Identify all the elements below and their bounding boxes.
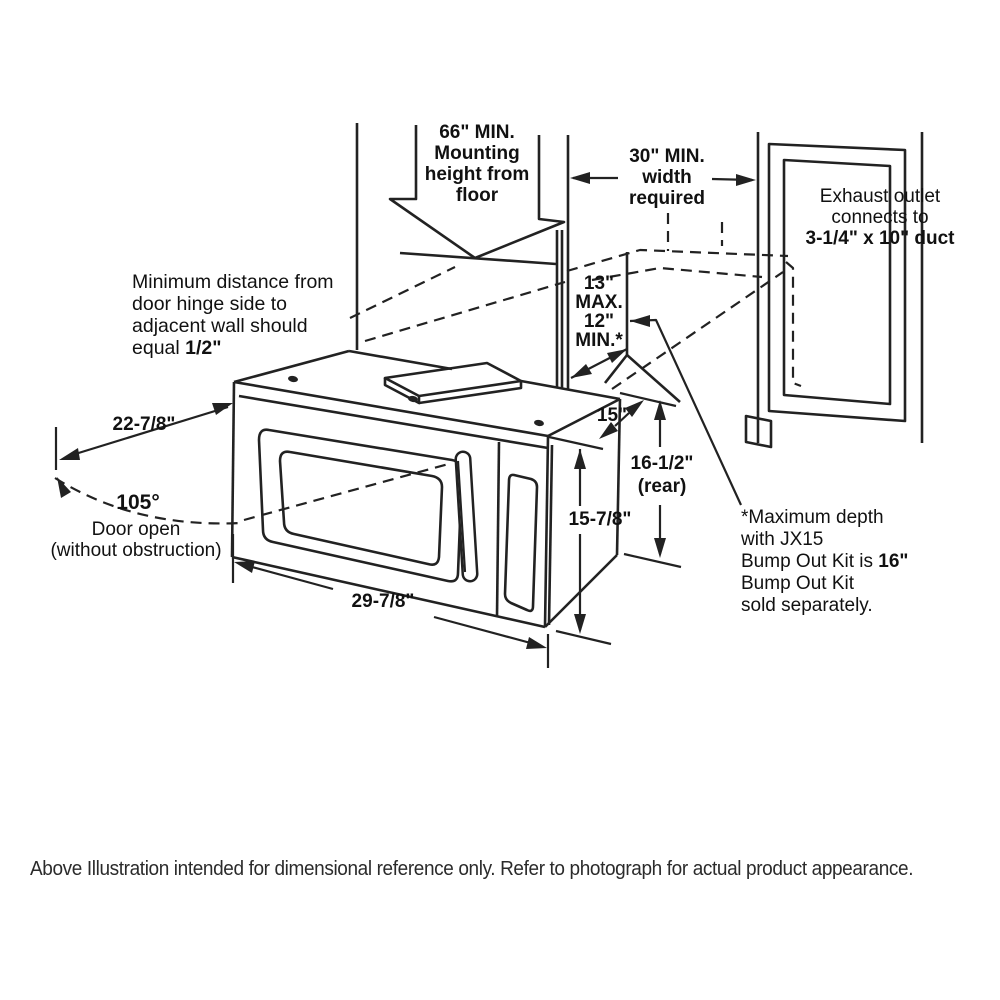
label-bump-out-note: *Maximum depth with JX15 Bump Out Kit is…: [741, 507, 909, 616]
door-swing-arc: [54, 477, 241, 525]
hidden-lines: [54, 213, 802, 525]
exhaust-adapter-plate: [383, 361, 523, 405]
duct-outline-back: [566, 248, 789, 273]
door-window: [257, 428, 464, 583]
control-panel: [503, 473, 539, 613]
dim-rear-height: 16-1/2" (rear): [630, 453, 694, 497]
microwave-body: [230, 349, 622, 629]
duct-in-wall: [785, 261, 802, 388]
dim-overall-width: 29-7/8": [351, 591, 415, 612]
label-min-distance: Minimum distance from door hinge side to…: [132, 271, 334, 359]
right-wall-panel: [744, 132, 924, 449]
label-exhaust-outlet: Exhaust outlet connects to 3-1/4" x 10" …: [805, 186, 955, 249]
duct-outline-front: [591, 266, 763, 282]
label-mounting-height: 66" MIN. Mounting height from floor: [424, 122, 530, 206]
left-wall-and-cabinet: [355, 123, 681, 403]
label-door-angle: 105°: [116, 491, 160, 514]
arrowheads: [57, 172, 756, 649]
dim-top-depth: 15": [596, 405, 628, 426]
duct-exit-box: [744, 414, 773, 449]
disclaimer-text: Above Illustration intended for dimensio…: [30, 858, 914, 880]
label-width-required: 30" MIN. width required: [628, 146, 706, 209]
dim-front-height: 15-7/8": [568, 509, 632, 530]
label-door-open: Door open (without obstruction): [50, 519, 222, 561]
label-cabinet-depth: 13" MAX. 12" MIN.*: [575, 273, 623, 351]
mounting-height-arrow: [388, 125, 566, 260]
door-edge: [495, 441, 501, 618]
door-handle: [454, 450, 479, 583]
dim-door-depth: 22-7/8": [112, 414, 176, 435]
